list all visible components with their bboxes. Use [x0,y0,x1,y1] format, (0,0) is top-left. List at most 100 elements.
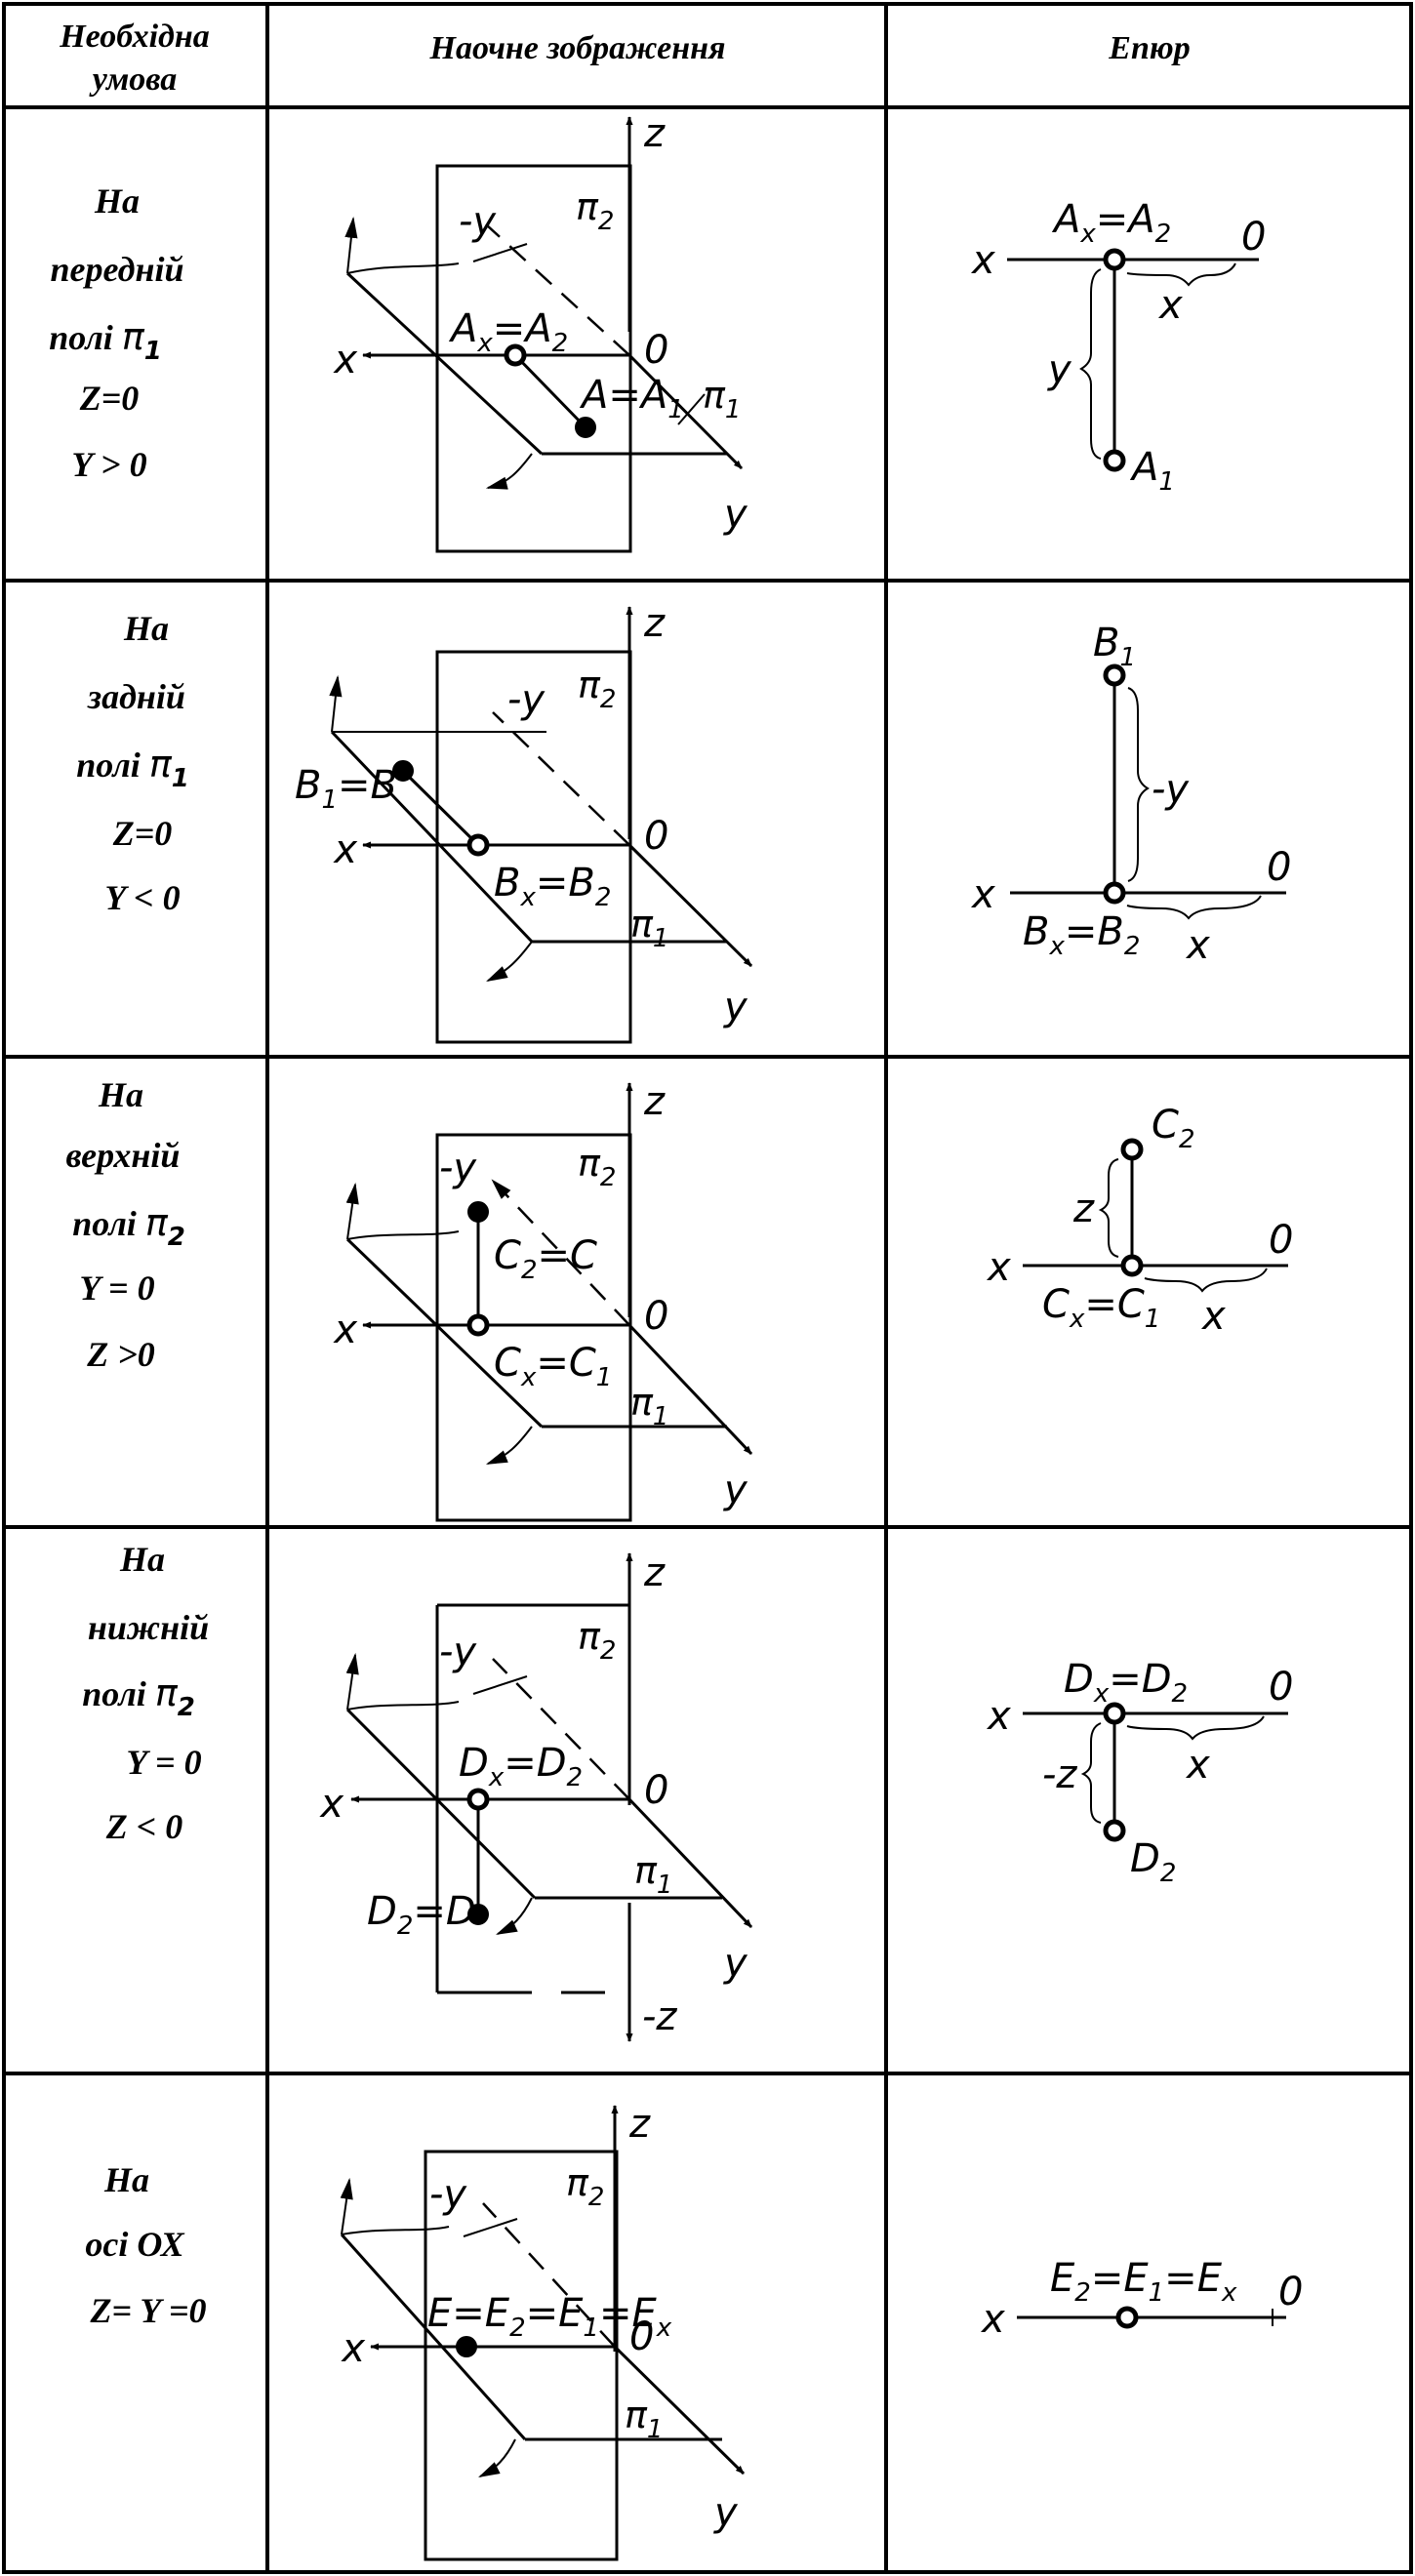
visual-drawing: z π2 x 0 y -y π1 C2=C Cx=C1 [332,1079,753,1522]
dim-neg-z: -z [1042,1752,1077,1797]
label-c2: C2 [1152,1103,1194,1154]
axis-label-y: y [723,1941,748,1986]
point-cx [466,1313,490,1337]
axis-label-z: z [628,2102,651,2147]
condition-cell: На нижній полі π2 Y = 0 Z < 0 [82,1540,209,1846]
condition-line: Z < 0 [105,1807,183,1846]
label-a: A=A1 [579,373,684,424]
condition-line: Z >0 [86,1335,155,1374]
condition-line: полі π1 [49,315,162,366]
point-dx [466,1788,490,1811]
plane-label: π1 [625,2394,663,2444]
condition-line: Z=0 [112,814,173,853]
point-e [1115,2306,1139,2329]
axis-label-y: y [713,2490,739,2535]
plane-label: π1 [630,903,668,953]
visual-drawing: z π2 x 0 y -y π1 E=E2=E1=Ex [340,2102,746,2561]
label-bx: Bx=B2 [1023,909,1140,961]
axis-label-y: y [723,1468,748,1512]
condition-cell: На осі ОХ Z= Y =0 [85,2160,206,2330]
point-ax [504,343,527,367]
label-cx: Cx=C1 [1042,1282,1160,1334]
condition-line: осі ОХ [85,2225,184,2264]
axis-label-x: x [970,238,995,283]
label-d: D2=D [367,1889,476,1941]
condition-line: Y > 0 [71,445,146,484]
point-e [456,2336,477,2357]
dim-x: x [1185,1743,1210,1788]
epure-drawing: x 0 z x C2 Cx=C1 [986,1103,1293,1339]
axis-label-x: x [986,1694,1011,1739]
condition-line: полі π1 [76,743,189,793]
point-bx [1103,881,1126,905]
condition-cell: На задній полі π1 Z=0 Y < 0 [76,609,189,917]
epure-drawing: x 0 -y x B1 Bx=B2 [970,621,1291,968]
label-cx: Cx=C1 [494,1341,612,1392]
condition-line: Z=0 [79,379,140,418]
label-b1: B1 [1093,621,1136,672]
condition-line: Y < 0 [104,878,180,917]
dim-x: x [1185,923,1210,968]
plane-label: π1 [703,374,741,424]
point-a1 [1103,449,1126,472]
point-c [467,1201,489,1223]
y-axis [627,843,753,968]
dim-x: x [1200,1294,1226,1339]
y-axis [627,1797,753,1929]
point-d2 [1103,1819,1126,1842]
dim-neg-y: -y [1152,767,1190,812]
label-dx: Dx=D2 [1064,1657,1188,1709]
row-c: На верхній полі π2 Y = 0 Z >0 z π2 x 0 y… [66,1075,1293,1522]
axis-label-neg-y: -y [439,1630,477,1674]
header-condition-line2: умова [89,61,178,98]
visual-drawing: z π2 x 0 y -y π1 Ax=A2 A=A1 [332,111,748,553]
plane-label: π2 [576,185,614,236]
condition-line: задній [87,677,185,716]
header-condition-line1: Необхідна [59,19,210,55]
axis-label-x: x [340,2326,365,2371]
origin-label: 0 [1269,1218,1293,1263]
visual-drawing: z -z π2 x 0 y -y π1 Dx=D2 D2=D [318,1550,753,2042]
axis-label-neg-z: -z [642,1994,677,2039]
condition-line: Y = 0 [126,1743,201,1782]
label-dx: Dx=D2 [459,1741,583,1792]
row-e: На осі ОХ Z= Y =0 z π2 x 0 y -y π1 E=E2=… [85,2102,1303,2561]
origin-label: 0 [1269,1665,1293,1710]
epure-drawing: x 0 x y Ax=A2 A1 [970,197,1266,497]
origin-label: 0 [644,814,668,859]
header-visual: Наочне зображення [429,30,726,66]
visual-drawing: z π2 x 0 y -y π1 B1=B Bx=B2 [295,601,753,1044]
plane-label: π2 [578,664,616,714]
point-d [467,1904,489,1925]
point-ax [1103,248,1126,271]
label-b: B1=B [295,763,397,815]
point-a [575,417,596,438]
label-ax: Ax=A2 [1051,197,1171,249]
plane-label: π2 [578,1615,616,1666]
condition-line: полі π2 [72,1201,185,1252]
origin-label: 0 [644,1294,668,1339]
axis-label-neg-y: -y [429,2172,467,2217]
condition-line: передній [51,250,184,289]
origin-label: 0 [1267,845,1291,890]
point-cx [1120,1254,1144,1277]
axis-label-x: x [332,827,357,872]
label-a1: A1 [1129,445,1175,497]
axis-label-y: y [723,985,748,1029]
axis-label-z: z [643,1550,666,1595]
label-e: E=E2=E1=Ex [427,2291,672,2343]
point-b [392,760,414,782]
axis-label-x: x [970,872,995,917]
label-ax: Ax=A2 [448,306,568,358]
axis-label-neg-y: -y [439,1146,477,1190]
axis-label-x: x [318,1782,344,1827]
condition-line: На [119,1540,165,1579]
condition-line: На [98,1075,143,1114]
condition-line: верхній [66,1136,181,1175]
condition-line: Y = 0 [79,1268,154,1308]
point-c2 [1120,1138,1144,1161]
axis-label-x: x [332,1308,357,1352]
axis-label-z: z [643,111,666,156]
dim-y: y [1047,347,1072,392]
